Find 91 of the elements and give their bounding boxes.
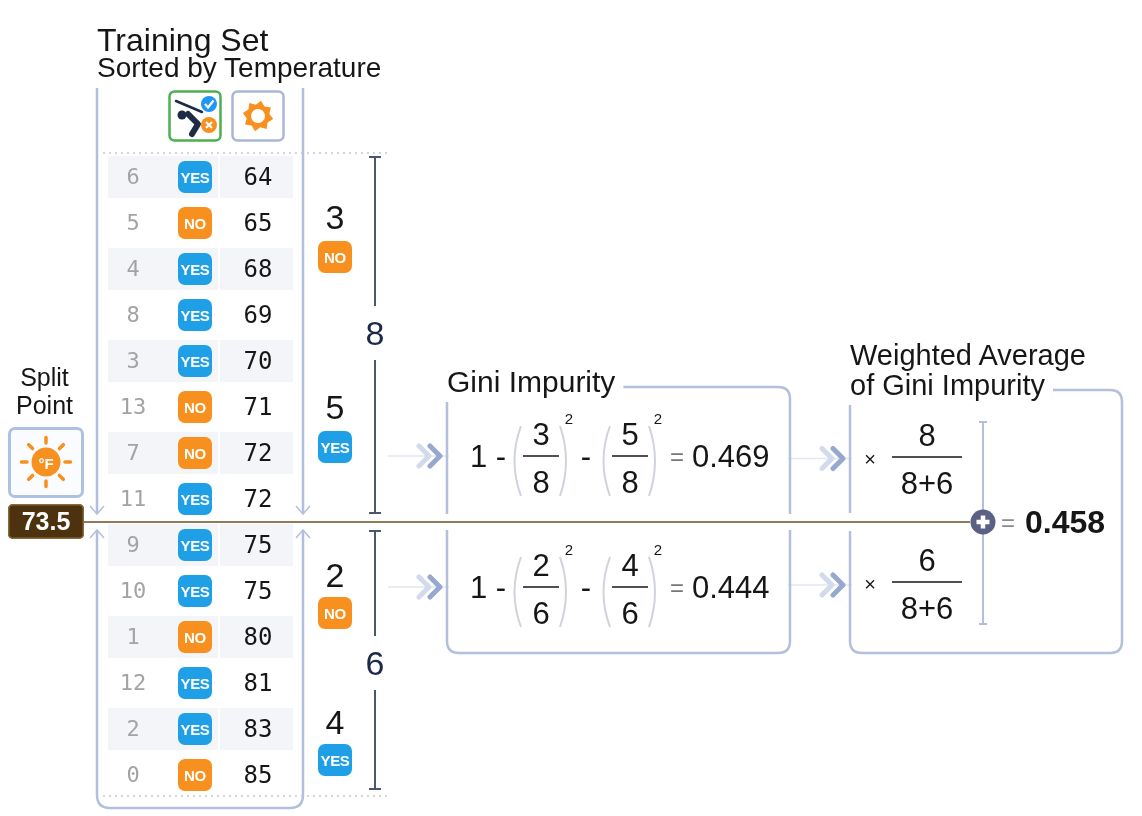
class-badge: YES: [178, 253, 212, 285]
temperature-value: 85: [243, 763, 273, 787]
row-id: 3: [126, 350, 140, 372]
class-badge: YES: [178, 529, 212, 561]
row-id: 12: [119, 672, 147, 694]
row-id: 6: [126, 166, 140, 188]
class-badge: YES: [318, 431, 352, 463]
temperature-value: 71: [243, 395, 273, 419]
count-number: 8: [365, 316, 385, 350]
panel-title: Training Set: [97, 24, 269, 56]
chevron-arrow: [787, 446, 853, 471]
row-id: 4: [126, 258, 140, 280]
temperature-value: 64: [243, 165, 273, 189]
numerator: 4: [621, 549, 639, 581]
numerator: 3: [532, 418, 550, 450]
equals-sign: =: [1001, 511, 1015, 535]
count-number: 6: [365, 646, 385, 680]
value-badge: 73.5: [8, 504, 84, 539]
row-id: 0: [126, 764, 140, 786]
count-number: 5: [325, 390, 345, 424]
temperature-value: 68: [243, 257, 273, 281]
class-badge: NO: [178, 437, 212, 469]
class-badge: YES: [178, 345, 212, 377]
count-number: 4: [325, 705, 345, 739]
temperature-value: 72: [243, 487, 273, 511]
equals-sign: =: [670, 445, 684, 469]
panel-title: Split Point: [15, 363, 74, 419]
denominator: 8: [621, 466, 639, 498]
temperature-value: 70: [243, 349, 273, 373]
numerator: 8: [918, 419, 936, 451]
chevron-arrow: [387, 443, 450, 469]
class-badge: NO: [178, 621, 212, 653]
temperature-value: 69: [243, 303, 273, 327]
denominator: 8+6: [900, 592, 954, 624]
equals-sign: =: [670, 576, 684, 600]
class-badge: NO: [178, 207, 212, 239]
chevron-arrow: [787, 572, 853, 598]
temperature-value: 81: [243, 671, 273, 695]
result-value: 0.469: [692, 440, 770, 472]
exponent: 2: [653, 541, 663, 557]
panel-title: Weighted Average of Gini Impurity: [850, 340, 1087, 400]
class-badge: NO: [318, 241, 352, 273]
class-badge: YES: [178, 713, 212, 745]
temperature-value: 65: [243, 211, 273, 235]
minus-sign: -: [580, 571, 592, 603]
class-badge: NO: [178, 391, 212, 423]
temperature-value: 75: [243, 579, 273, 603]
row-id: 1: [126, 626, 140, 648]
temperature-value: 75: [243, 533, 273, 557]
class-badge: NO: [318, 597, 352, 629]
exponent: 2: [653, 410, 663, 426]
exponent: 2: [564, 410, 574, 426]
panel-title: Gini Impurity: [447, 367, 616, 397]
row-id: 10: [119, 580, 147, 602]
denominator: 8: [532, 466, 550, 498]
formula-term: 1 -: [470, 440, 507, 472]
class-badge: YES: [178, 575, 212, 607]
numerator: 5: [621, 418, 639, 450]
times-sign: ×: [864, 449, 876, 469]
row-id: 2: [126, 718, 140, 740]
class-badge: YES: [318, 744, 352, 776]
row-id: 8: [126, 304, 140, 326]
formula-term: 1 -: [470, 571, 507, 603]
temperature-value: 80: [243, 625, 273, 649]
exponent: 2: [564, 541, 574, 557]
result-value: 0.444: [692, 571, 770, 603]
class-badge: YES: [178, 483, 212, 515]
count-number: 3: [325, 200, 345, 234]
row-id: 9: [126, 534, 140, 556]
denominator: 6: [532, 597, 550, 629]
class-badge: YES: [178, 161, 212, 193]
numerator: 2: [532, 549, 550, 581]
temperature-value: 72: [243, 441, 273, 465]
result-value: 0.458: [1025, 506, 1106, 538]
plus-icon: [970, 509, 996, 535]
unit-label: °F: [38, 455, 54, 471]
minus-sign: -: [580, 440, 592, 472]
row-id: 5: [126, 212, 140, 234]
class-badge: YES: [178, 299, 212, 331]
row-id: 13: [119, 396, 147, 418]
numerator: 6: [918, 544, 936, 576]
temperature-value: 83: [243, 717, 273, 741]
class-badge: NO: [178, 759, 212, 791]
class-badge: YES: [178, 667, 212, 699]
row-id: 7: [126, 442, 140, 464]
denominator: 8+6: [900, 467, 954, 499]
row-id: 11: [119, 488, 147, 510]
times-sign: ×: [864, 574, 876, 594]
count-number: 2: [325, 558, 345, 592]
chevron-arrow: [387, 574, 450, 600]
denominator: 6: [621, 597, 639, 629]
